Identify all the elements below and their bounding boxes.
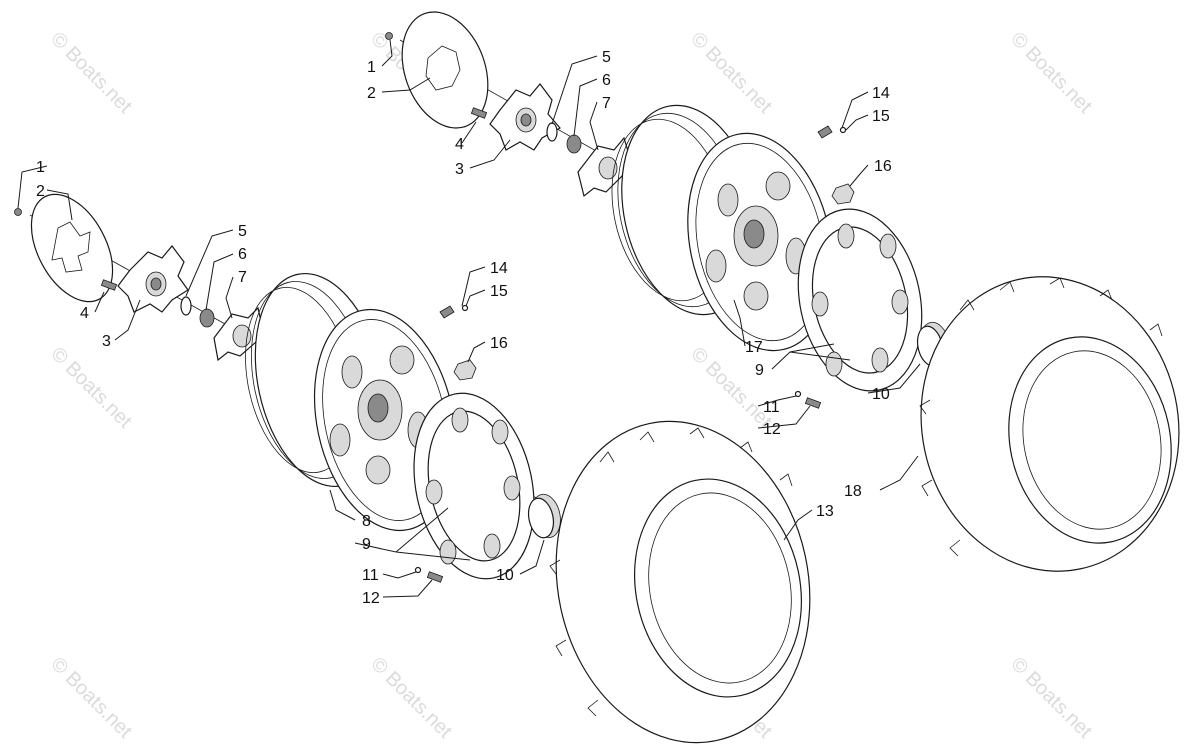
callout-2: 2 [367, 85, 376, 102]
lug-nut-right [831, 183, 855, 205]
stud-right [470, 107, 488, 119]
stud-left [100, 279, 118, 291]
bearing-right [566, 134, 582, 154]
watermark: © Boats.net [46, 343, 136, 433]
callout-12: 12 [763, 421, 781, 438]
callout-14: 14 [872, 85, 890, 102]
seal-right [546, 122, 558, 142]
hub-right [470, 83, 561, 151]
callout-5: 5 [602, 49, 611, 66]
brake-disc-left [14, 193, 114, 303]
watermark: © Boats.net [686, 28, 776, 118]
watermark: © Boats.net [1006, 28, 1096, 118]
valve-stem-right [817, 125, 847, 139]
callout-4: 4 [455, 136, 464, 153]
callout-1: 1 [367, 59, 376, 76]
center-cap-left [527, 493, 561, 539]
callout-16: 16 [490, 335, 508, 352]
beadlock-ring-left [413, 392, 535, 580]
callout-9: 9 [755, 362, 764, 379]
callout-17: 17 [745, 339, 763, 356]
tire-rear [919, 276, 1180, 572]
tire-front [549, 420, 811, 744]
callout-5: 5 [238, 223, 247, 240]
callout-7: 7 [602, 95, 611, 112]
callout-4: 4 [80, 305, 89, 322]
bearing-left [199, 308, 215, 328]
watermark: © Boats.net [46, 653, 136, 743]
leader-lines [17, 39, 921, 598]
beadlock-ring-right [797, 208, 923, 392]
callout-10: 10 [872, 386, 890, 403]
watermark: © Boats.net [366, 653, 456, 743]
right-wheel-assembly [385, 11, 1180, 572]
callout-8: 8 [362, 513, 371, 530]
callout-14: 14 [490, 260, 508, 277]
brake-disc-right [385, 11, 489, 129]
seal-left [180, 296, 192, 316]
left-wheel-assembly [14, 193, 811, 744]
watermark: © Boats.net [46, 28, 136, 118]
callout-1: 1 [36, 159, 45, 176]
callout-13: 13 [816, 503, 834, 520]
callout-3: 3 [455, 161, 464, 178]
callout-2: 2 [36, 183, 45, 200]
bolt-left-1 [14, 208, 22, 216]
callout-9: 9 [362, 536, 371, 553]
callout-7: 7 [238, 269, 247, 286]
callout-10: 10 [496, 567, 514, 584]
callout-11: 11 [763, 399, 780, 416]
callout-6: 6 [238, 246, 247, 263]
callout-16: 16 [874, 158, 892, 175]
callout-18: 18 [844, 483, 862, 500]
watermark: © Boats.net [1006, 653, 1096, 743]
callout-15: 15 [872, 108, 890, 125]
hub-left [100, 245, 189, 313]
callout-3: 3 [102, 333, 111, 350]
callout-12: 12 [362, 590, 380, 607]
bolt-right-11-12 [794, 390, 822, 409]
bolt-left-11-12 [414, 566, 444, 583]
valve-stem-left [439, 304, 469, 319]
callout-6: 6 [602, 72, 611, 89]
callout-labels: 1 2 3 4 5 6 7 8 9 10 11 12 13 14 15 16 1… [36, 49, 892, 607]
lug-nut-left [453, 359, 477, 381]
bolt-right-1 [385, 32, 393, 40]
rim-right [611, 104, 833, 352]
watermark: © Boats.net [686, 343, 776, 433]
callout-11: 11 [362, 567, 379, 584]
callout-15: 15 [490, 283, 508, 300]
